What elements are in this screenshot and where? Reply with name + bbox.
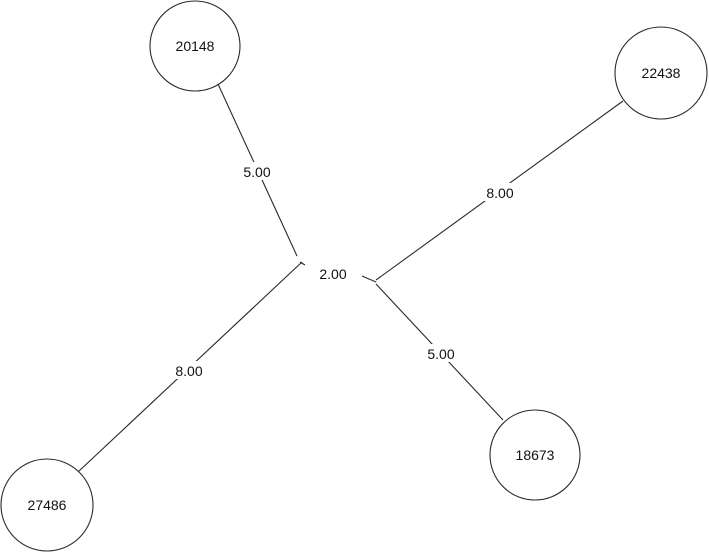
edge-weight-label-22438: 8.00	[482, 183, 518, 201]
svg-text:20148: 20148	[176, 38, 215, 54]
svg-text:22438: 22438	[642, 65, 681, 81]
edge-weight-label-18673: 5.00	[423, 344, 459, 362]
junction-tick-left	[299, 261, 306, 266]
node-22438: 22438	[614, 26, 708, 120]
edge-weight-label-27486: 8.00	[171, 361, 207, 379]
svg-text:27486: 27486	[28, 497, 67, 513]
node-27486: 27486	[0, 458, 94, 552]
edge-weight-label-20148: 5.00	[240, 162, 274, 180]
svg-text:8.00: 8.00	[175, 363, 202, 379]
svg-text:5.00: 5.00	[427, 346, 454, 362]
svg-text:8.00: 8.00	[486, 185, 513, 201]
junction-tick-right	[361, 275, 377, 283]
node-18673: 18673	[489, 409, 581, 501]
svg-text:18673: 18673	[516, 447, 555, 463]
svg-text:2.00: 2.00	[319, 266, 346, 282]
svg-text:5.00: 5.00	[243, 164, 270, 180]
edge-weight-label-junction: 2.00	[319, 266, 346, 282]
node-20148: 20148	[149, 0, 241, 92]
